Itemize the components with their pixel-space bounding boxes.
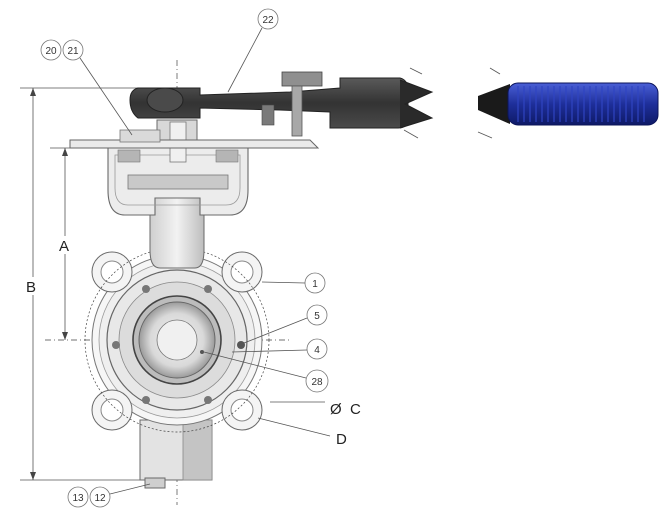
dimension-A: A — [50, 147, 130, 340]
callout-21-label: 21 — [67, 46, 79, 57]
callout-4-label: 4 — [314, 345, 320, 356]
callout-5: 5 — [306, 304, 328, 326]
leader-4 — [231, 349, 308, 353]
callout-1: 1 — [304, 272, 326, 294]
lever-handle — [129, 67, 434, 139]
callout-5-label: 5 — [314, 311, 320, 322]
diameter-symbol: Ø — [330, 401, 342, 418]
leader-28 — [203, 351, 307, 379]
callout-28-label: 28 — [311, 377, 323, 388]
bottom-shaft — [139, 419, 213, 489]
leader-5 — [243, 317, 308, 344]
callout-22: 22 — [257, 8, 279, 30]
callout-20: 20 — [40, 39, 62, 61]
valve-neck — [107, 119, 249, 269]
dimension-D: D — [257, 417, 347, 448]
dim-label-C: C — [350, 401, 361, 418]
callout-12-label: 12 — [94, 493, 106, 504]
callout-1-label: 1 — [312, 279, 318, 290]
leader-21 — [79, 57, 133, 136]
handle-grip — [477, 67, 659, 139]
dimension-C: Ø C — [270, 401, 361, 418]
callout-28: 28 — [305, 369, 329, 393]
callout-13: 13 — [67, 486, 89, 508]
leader-12 — [109, 483, 151, 495]
callout-20-label: 20 — [45, 46, 57, 57]
callout-22-label: 22 — [262, 15, 274, 26]
leader-1 — [261, 281, 306, 284]
dim-label-A: A — [59, 238, 69, 255]
leader-22 — [227, 27, 263, 93]
callout-12: 12 — [89, 486, 111, 508]
throttle-plate — [69, 129, 320, 149]
callout-21: 21 — [62, 39, 84, 61]
callout-13-label: 13 — [72, 493, 84, 504]
dim-label-B: B — [26, 279, 36, 296]
dimension-B: B — [20, 87, 140, 481]
dim-label-D: D — [336, 431, 347, 448]
valve-body — [84, 247, 270, 433]
callout-4: 4 — [306, 338, 328, 360]
